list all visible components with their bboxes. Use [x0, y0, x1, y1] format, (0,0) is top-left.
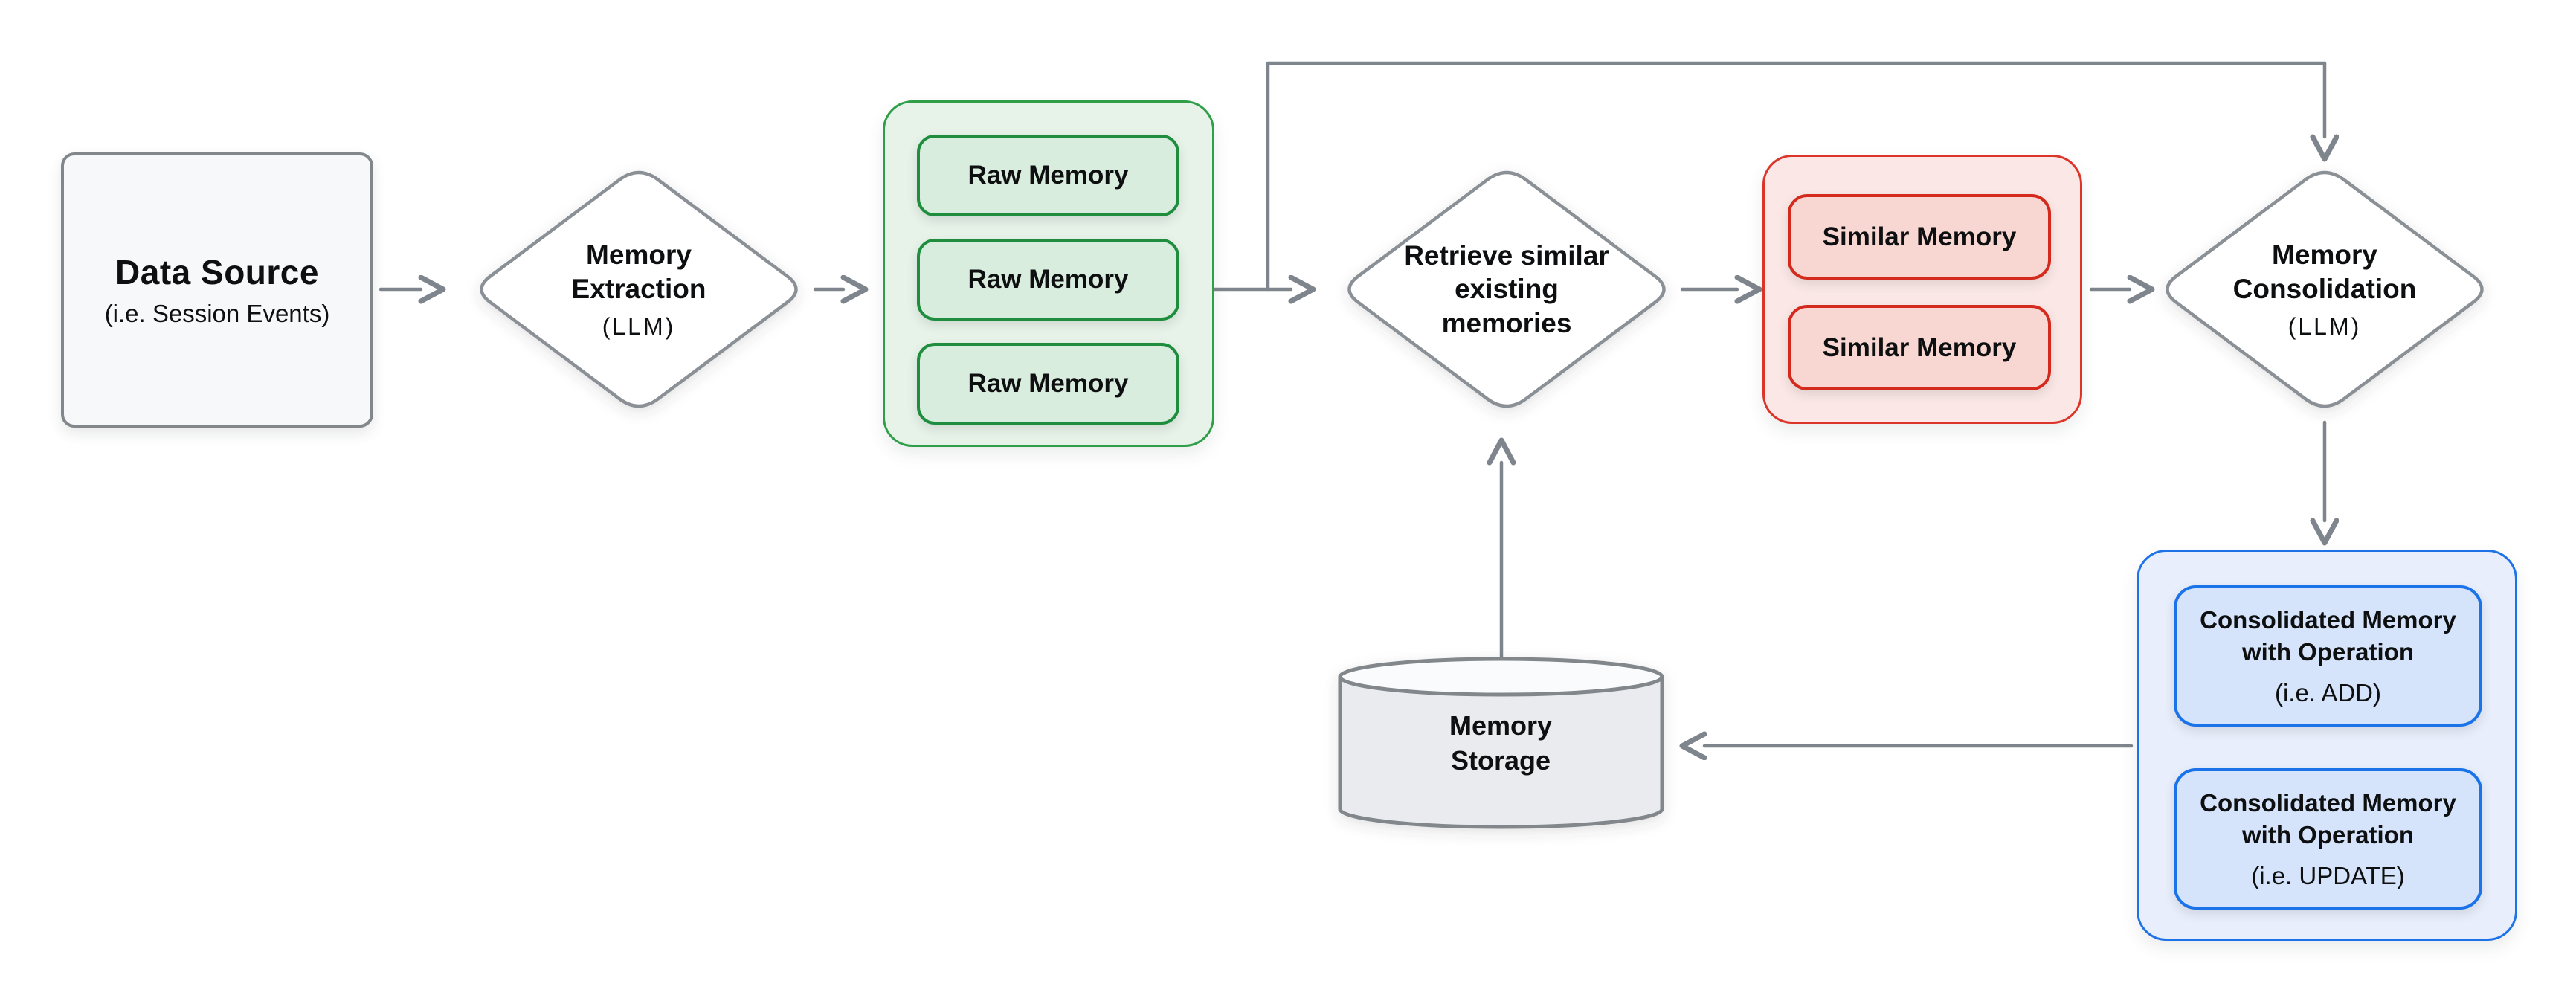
- consolidated-memory-title-line2: with Operation: [2242, 821, 2414, 849]
- data-source-subtitle: (i.e. Session Events): [104, 300, 330, 327]
- raw-memory-group: Raw Memory Raw Memory Raw Memory: [883, 100, 1214, 447]
- raw-memory-item: Raw Memory: [917, 239, 1179, 321]
- memory-extraction-diamond: [480, 170, 798, 408]
- consolidated-memory-title-line1: Consolidated Memory: [2200, 789, 2456, 817]
- memory-storage-label: Memory Storage: [1352, 684, 1649, 803]
- cylinder-body-outline: [1338, 677, 1664, 829]
- consolidated-memory-title-line2: with Operation: [2242, 638, 2414, 666]
- data-source-title: Data Source: [115, 253, 319, 292]
- consolidated-memory-operation-update: (i.e. UPDATE): [2251, 861, 2405, 889]
- memory-consolidation-diamond: [2166, 170, 2484, 408]
- similar-memory-group: Similar Memory Similar Memory: [1762, 155, 2082, 424]
- consolidated-memory-group: Consolidated Memory with Operation (i.e.…: [2137, 550, 2517, 941]
- raw-memory-item: Raw Memory: [917, 343, 1179, 425]
- cylinder-body-fill: [1340, 677, 1662, 827]
- raw-memory-label: Raw Memory: [967, 161, 1129, 190]
- retrieve-similar-diamond: [1347, 170, 1666, 408]
- consolidated-memory-item-update: Consolidated Memory with Operation (i.e.…: [2174, 768, 2482, 910]
- similar-memory-label: Similar Memory: [1822, 332, 2017, 362]
- similar-memory-item: Similar Memory: [1788, 305, 2051, 390]
- cylinder-top: [1338, 657, 1664, 697]
- arrow-rawmemory-to-consolidation-feedback: [1266, 61, 2325, 292]
- similar-memory-label: Similar Memory: [1822, 222, 2017, 251]
- consolidated-memory-item-add: Consolidated Memory with Operation (i.e.…: [2174, 585, 2482, 727]
- memory-storage-line2: Storage: [1450, 745, 1551, 776]
- similar-memory-item: Similar Memory: [1788, 194, 2051, 280]
- raw-memory-item: Raw Memory: [917, 135, 1179, 216]
- consolidated-memory-operation-add: (i.e. ADD): [2274, 678, 2382, 707]
- raw-memory-label: Raw Memory: [967, 369, 1129, 398]
- data-source-node: Data Source (i.e. Session Events): [61, 152, 373, 428]
- consolidated-memory-title-line1: Consolidated Memory: [2200, 606, 2456, 634]
- memory-storage-line1: Memory: [1449, 710, 1553, 741]
- raw-memory-label: Raw Memory: [967, 265, 1129, 294]
- memory-storage-cylinder: [1338, 657, 1664, 829]
